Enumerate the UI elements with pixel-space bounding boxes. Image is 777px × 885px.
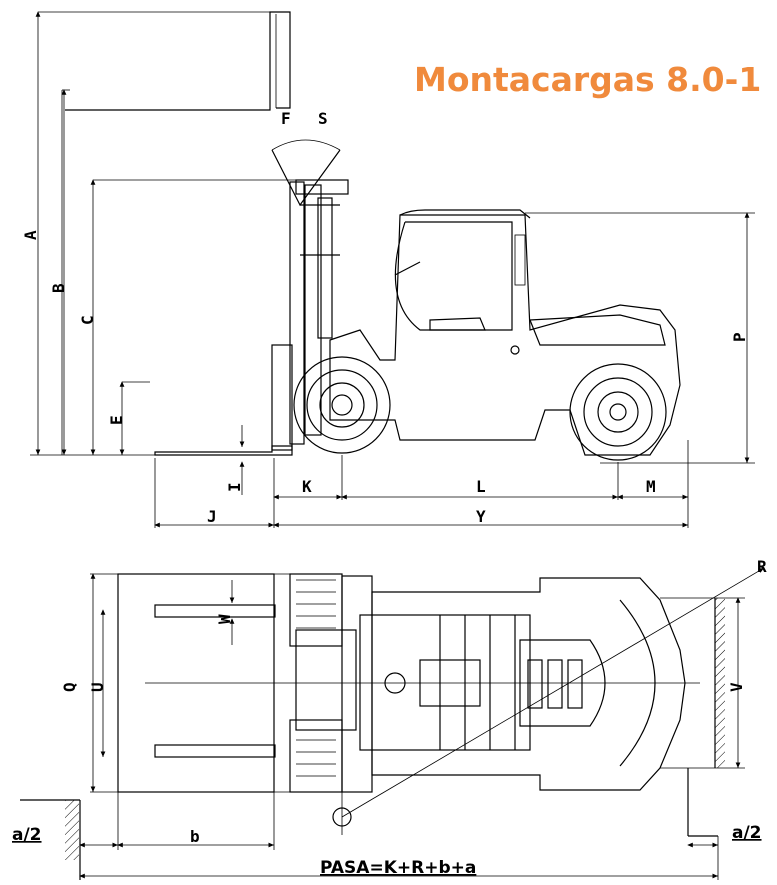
label-b: b (190, 827, 200, 846)
label-Y: Y (476, 507, 486, 526)
label-F: F (281, 109, 291, 128)
label-pasa: PASA=K+R+b+a (320, 858, 476, 878)
top-view: R W Q U V a/2 a/2 b PASA=K+R+b+a (12, 557, 767, 880)
label-E: E (107, 415, 126, 425)
side-view: A B C E I P F S K L M J Y (21, 11, 755, 528)
label-Q: Q (60, 682, 79, 692)
label-A: A (21, 230, 40, 240)
page-title: Montacargas 8.0-1 (414, 60, 762, 99)
label-U: U (88, 682, 107, 692)
label-a2-left: a/2 (12, 825, 42, 845)
label-W: W (215, 614, 234, 624)
label-R: R (757, 557, 767, 576)
label-J: J (207, 507, 217, 526)
label-a2-right: a/2 (732, 823, 762, 843)
label-V: V (727, 682, 746, 692)
label-K: K (302, 477, 312, 496)
label-P: P (730, 332, 749, 342)
label-C: C (78, 315, 97, 325)
label-M: M (646, 477, 656, 496)
label-I: I (225, 482, 244, 492)
label-B: B (49, 283, 68, 293)
label-S: S (318, 109, 328, 128)
label-L: L (476, 477, 486, 496)
